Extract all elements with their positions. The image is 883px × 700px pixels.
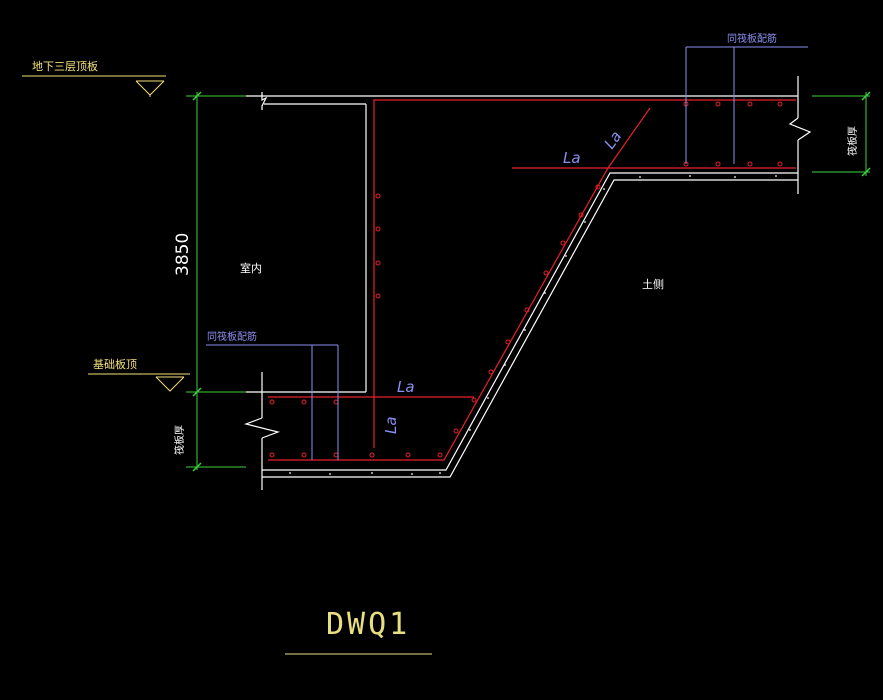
- drawing-title: DWQ1: [326, 607, 410, 642]
- rebar-note-top: 同筏板配筋: [685, 32, 808, 164]
- la-label-4: La: [382, 416, 400, 434]
- top-slab-label: 地下三层顶板: [32, 59, 98, 73]
- level-marker-top-slab: 地下三层顶板: [22, 59, 166, 97]
- rebar-note-bottom-text: 同筏板配筋: [207, 330, 257, 343]
- la-label-3: La: [397, 378, 415, 396]
- height-dimension: 3850: [173, 233, 193, 276]
- indoor-label: 室内: [240, 261, 262, 275]
- slab-thickness-left: 筏板厚: [173, 425, 186, 455]
- rebar-note-top-text: 同筏板配筋: [727, 32, 777, 45]
- dimension-line-right: 筏板厚: [812, 91, 871, 177]
- soil-side-label: 土侧: [642, 278, 664, 291]
- rebar-note-bottom: 同筏板配筋: [206, 330, 339, 460]
- base-slab-label: 基础板顶: [93, 357, 137, 371]
- la-label-1: La: [563, 149, 581, 167]
- dimension-line-left: 3850 筏板厚: [173, 91, 246, 472]
- rebar-dots: [269, 101, 783, 458]
- rebar-lines: [268, 99, 796, 461]
- level-marker-base-slab: 基础板顶: [88, 357, 190, 392]
- concrete-cover-hatch: [289, 175, 777, 475]
- slab-thickness-right: 筏板厚: [846, 126, 859, 156]
- concrete-outline: [243, 76, 812, 490]
